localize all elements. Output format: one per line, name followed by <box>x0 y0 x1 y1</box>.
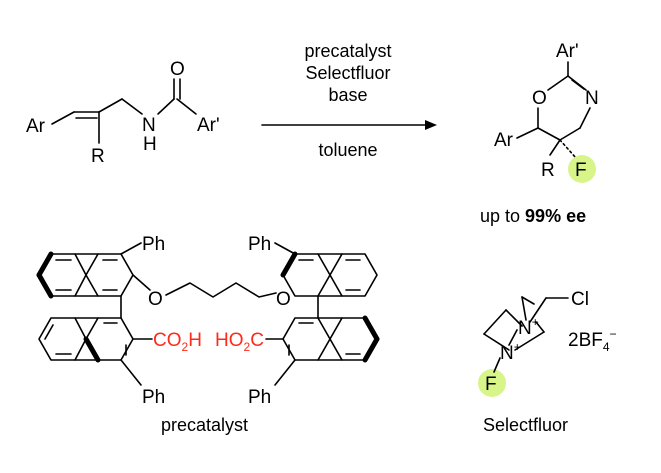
selectfluor-n-bottom: N+ <box>500 340 521 364</box>
precat-o-right: O <box>276 289 291 310</box>
selectfluor-f-highlight <box>478 369 506 397</box>
condition-selectfluor: Selectfluor <box>305 63 390 83</box>
product-ar-label: Ar <box>494 130 514 151</box>
precat-ph-top-right: Ph <box>248 234 271 255</box>
product-r-label: R <box>541 160 555 181</box>
substrate-o-label: O <box>170 59 185 80</box>
substrate-n-label: N <box>142 115 156 136</box>
precat-o-left: O <box>148 289 163 310</box>
precat-ph-bottom-right: Ph <box>248 387 271 408</box>
product-structure: Ar' O N Ar R F up to 99% ee <box>480 41 599 226</box>
precat-ph-top-left: Ph <box>142 234 165 255</box>
product-o-label: O <box>532 88 547 109</box>
selectfluor-structure: Cl N+ N+ F 2BF4− Selectfluor <box>478 289 617 435</box>
condition-solvent: toluene <box>318 140 377 160</box>
substrate-r-label: R <box>91 146 105 167</box>
condition-precatalyst: precatalyst <box>304 41 391 61</box>
reaction-arrow-group: precatalyst Selectfluor base toluene <box>261 41 437 160</box>
precat-acid-right: HO2C <box>215 330 264 354</box>
precat-acid-left: CO2H <box>153 330 202 354</box>
selectfluor-label: Selectfluor <box>483 415 568 435</box>
substrate-structure: Ar R N H O Ar' <box>26 59 220 167</box>
precatalyst-label: precatalyst <box>161 415 248 435</box>
arrow-head-icon <box>425 120 437 130</box>
selectfluor-f: F <box>485 374 497 395</box>
selectfluor-cl: Cl <box>571 289 589 310</box>
enantioselectivity-text: up to 99% ee <box>480 206 586 226</box>
substrate-arprime-label: Ar' <box>197 115 220 136</box>
fluorine-highlight <box>568 155 596 183</box>
condition-base: base <box>328 85 367 105</box>
selectfluor-counterion: 2BF4− <box>568 327 617 354</box>
product-n-label: N <box>585 88 599 109</box>
product-f-label: F <box>575 160 587 181</box>
substrate-ar-label: Ar <box>26 116 46 137</box>
precat-ph-bottom-left: Ph <box>142 387 165 408</box>
substrate-h-label: H <box>143 134 157 155</box>
selectfluor-n-top: N+ <box>518 315 539 339</box>
product-arprime-label: Ar' <box>556 41 579 62</box>
precatalyst-structure: Ph O O CO2H Ph Ph <box>36 234 380 435</box>
